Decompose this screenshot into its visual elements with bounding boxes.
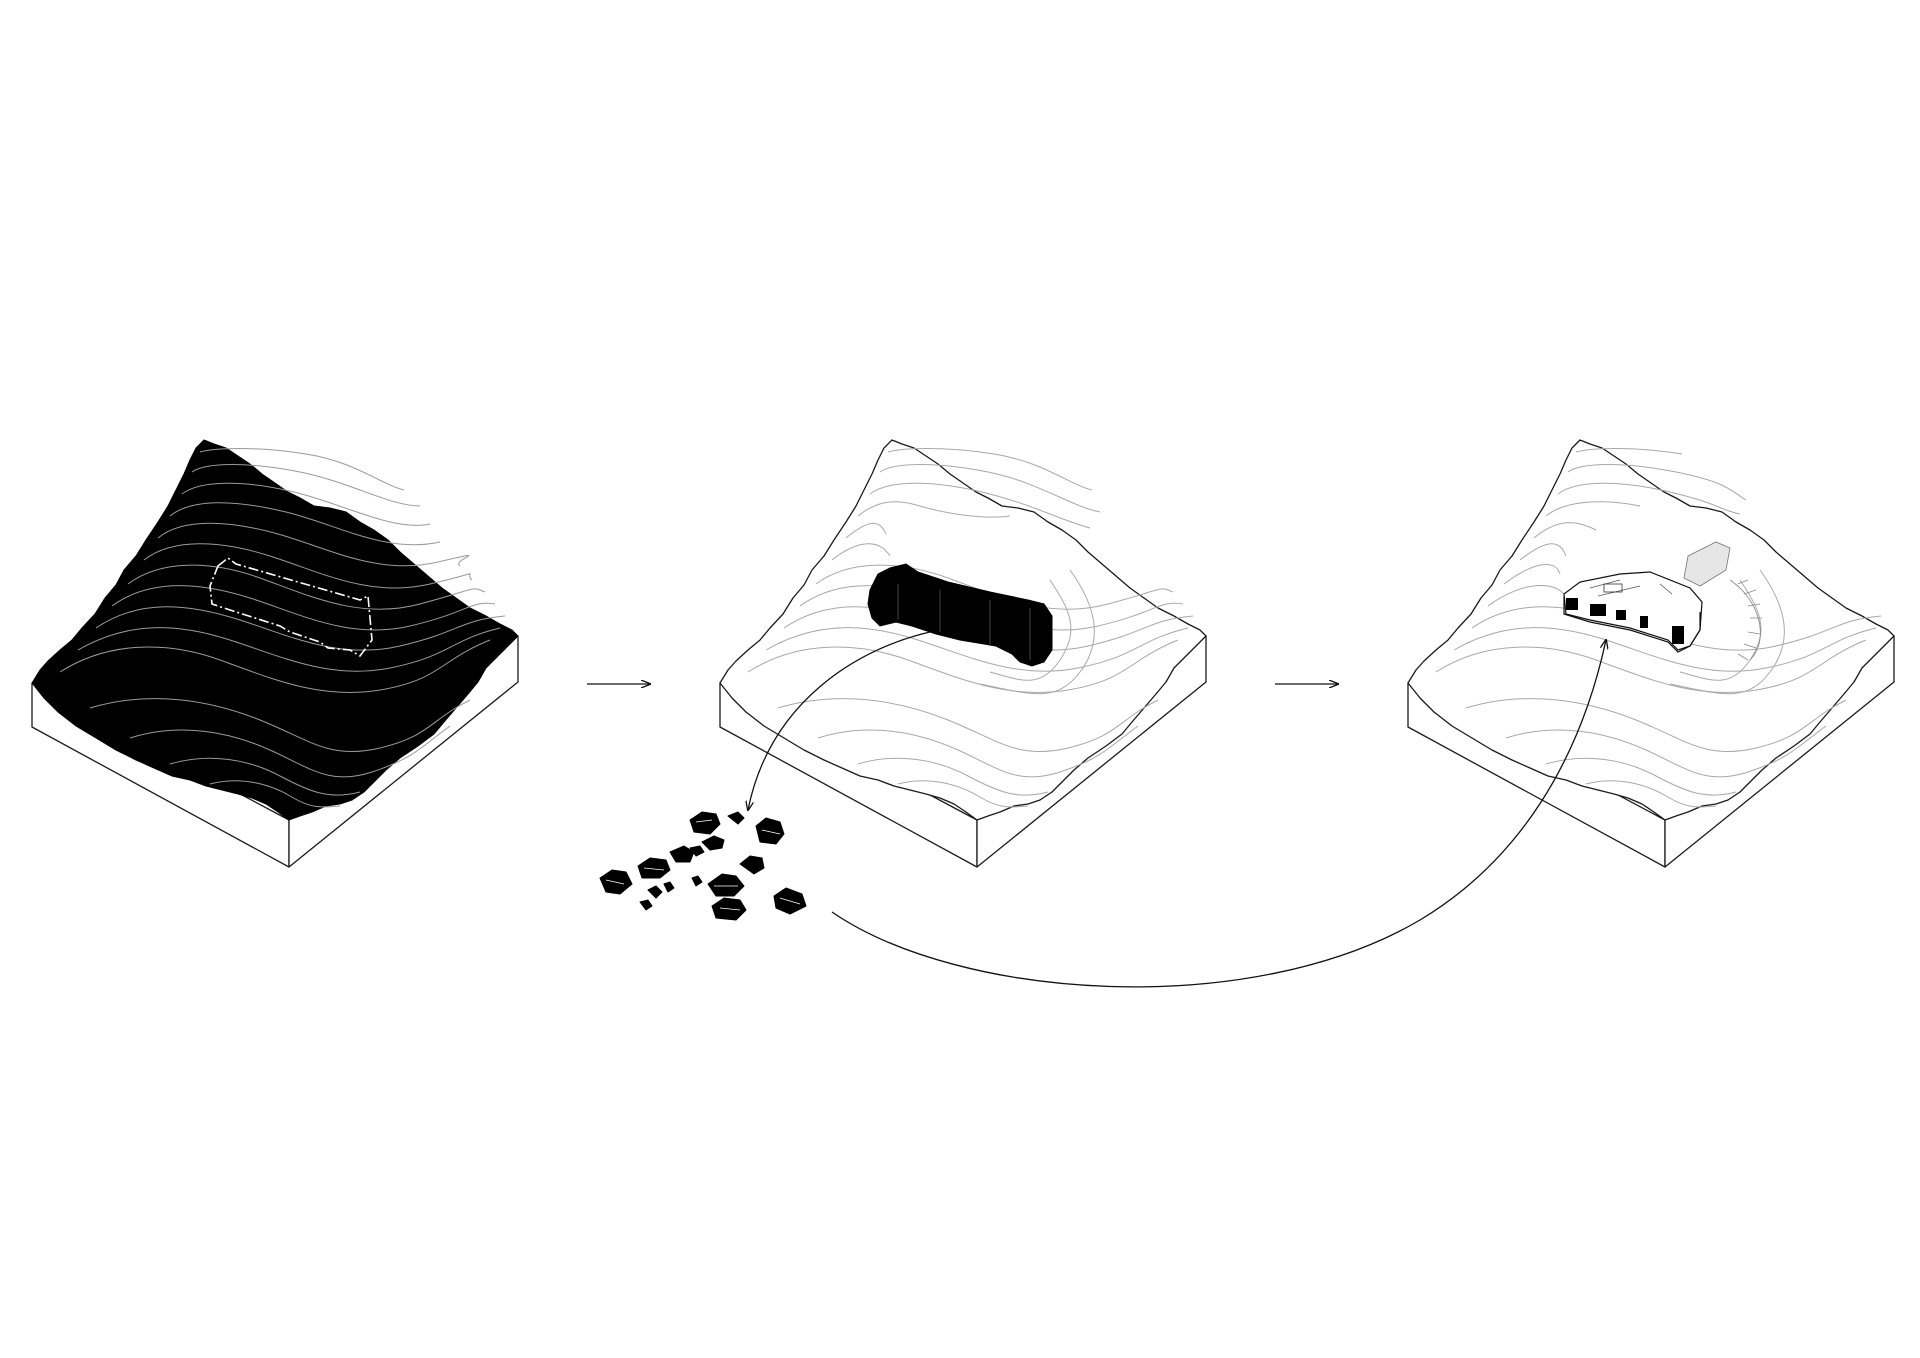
building-model	[1563, 571, 1703, 653]
terrain-block-building	[1407, 439, 1895, 868]
terrain-surface-dark	[31, 439, 519, 821]
contours-dark	[59, 448, 506, 808]
terrain-block-excavated	[719, 439, 1207, 868]
curved-arrow-icon	[748, 631, 931, 810]
building-footprint-outline	[209, 556, 373, 658]
stepped-terrace	[1729, 579, 1762, 661]
excavated-rocks	[599, 811, 807, 921]
contours-light	[747, 448, 1194, 808]
terrain-block-existing	[31, 439, 519, 868]
excavation-void	[867, 563, 1053, 667]
curved-arrow-icon	[831, 640, 1606, 988]
patio-area	[1683, 541, 1731, 587]
